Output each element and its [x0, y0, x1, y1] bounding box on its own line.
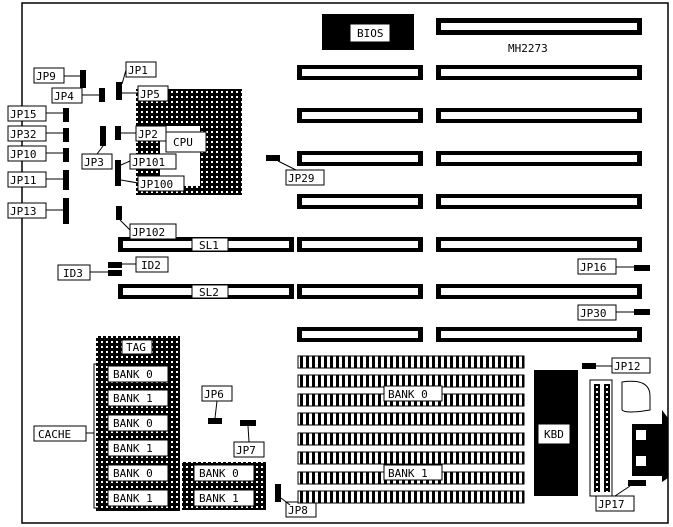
jumper-label-jp17: JP17 [598, 498, 625, 511]
jumper-label-jp13: JP13 [10, 205, 37, 218]
sl2-label: SL2 [199, 286, 219, 299]
jumper-label-jp15: JP15 [10, 108, 37, 121]
jumper-label-jp7: JP7 [236, 444, 256, 457]
jumper-label-jp6: JP6 [204, 388, 224, 401]
jumper-label-jp5: JP5 [140, 88, 160, 101]
connector-strip [589, 379, 651, 497]
cache-bracket [93, 363, 100, 509]
expansion-slots [297, 65, 642, 342]
bios-chip: BIOS [322, 14, 414, 50]
jumper-label-id3: ID3 [63, 267, 83, 280]
cache-group-label: CACHE [38, 428, 71, 441]
cache-bank0-label-2: BANK 0 [113, 417, 153, 430]
jumper-label-jp32: JP32 [10, 128, 37, 141]
slot-sl2: SL2 [118, 284, 294, 299]
jumper-label-jp11: JP11 [10, 174, 37, 187]
leader-lines [46, 69, 634, 506]
jumper-label-jp29: JP29 [288, 172, 315, 185]
model-label: MH2273 [508, 42, 548, 55]
cache-bank1-label-4: BANK 1 [199, 492, 239, 505]
memory-bank1-label: BANK 1 [388, 467, 428, 480]
jumper-label-jp16: JP16 [580, 261, 607, 274]
cpu-label: CPU [173, 136, 193, 149]
jumper-label-jp100: JP100 [140, 178, 173, 191]
cache-bank0-label-4: BANK 0 [199, 467, 239, 480]
sl1-label: SL1 [199, 239, 219, 252]
jumper-label-jp101: JP101 [132, 156, 165, 169]
isa-slot-top [436, 18, 642, 35]
jumper-label-jp9: JP9 [36, 70, 56, 83]
jumper-label-jp4: JP4 [54, 90, 74, 103]
cache-area: TAG BANK 0 BANK 1 BANK 0 BANK 1 BANK 0 B… [33, 336, 266, 511]
keyboard-connector [632, 410, 668, 482]
jumper-label-jp1: JP1 [128, 64, 148, 77]
bios-label: BIOS [357, 27, 384, 40]
kbd-label: KBD [544, 428, 564, 441]
jumper-label-jp3: JP3 [84, 156, 104, 169]
memory-simm-slots: BANK 0 BANK 1 [297, 355, 525, 504]
jumper-label-jp8: JP8 [288, 504, 308, 517]
jumper-label-id2: ID2 [141, 259, 161, 272]
keyboard-controller-chip: KBD [534, 370, 578, 496]
cache-tag-label: TAG [126, 341, 146, 354]
cache-bank0-label-3: BANK 0 [113, 467, 153, 480]
memory-bank0-label: BANK 0 [388, 388, 428, 401]
cache-bank1-label-3: BANK 1 [113, 492, 153, 505]
jumper-label-jp12: JP12 [614, 360, 641, 373]
jumper-label-jp2: JP2 [138, 128, 158, 141]
board-outline [21, 2, 669, 524]
cache-bank1-label-2: BANK 1 [113, 442, 153, 455]
jumper-pins [63, 70, 650, 502]
cache-bank1-label-1: BANK 1 [113, 392, 153, 405]
jumper-label-jp10-text: JP10 [10, 148, 37, 161]
cache-bank0-label-1: BANK 0 [113, 368, 153, 381]
slot-sl1: SL1 [118, 237, 294, 252]
jumper-label-jp30: JP30 [580, 307, 607, 320]
jumper-labels: JP9 JP4 JP1 JP5 JP15 JP32 JP9 JP10 JP11 … [7, 61, 651, 518]
jumper-label-jp102: JP102 [132, 226, 165, 239]
